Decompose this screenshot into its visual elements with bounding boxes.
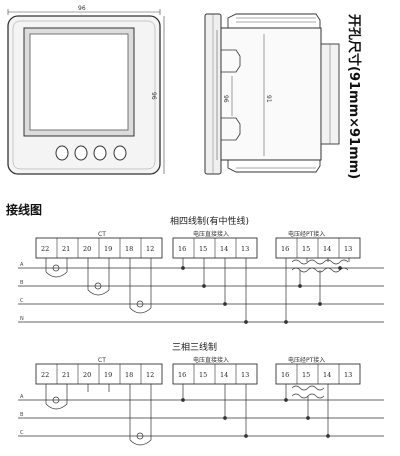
d1-ct-t1: 22: [41, 245, 49, 253]
d2-direct-t1: 16: [178, 371, 186, 379]
d1-ct-t2: 21: [62, 245, 70, 253]
diagram2-group-voltage: 电压直接接入: [193, 356, 229, 364]
d1-ct-t3: 20: [83, 245, 91, 253]
d1-pt-t1: 16: [281, 245, 289, 253]
d2-ct-t6: 12: [146, 371, 154, 379]
d2-ct-t3: 20: [83, 371, 91, 379]
diagram2-terminal-dividers: [56, 364, 340, 384]
diagram2-direct-wiring: [181, 384, 248, 438]
d2-pt-t1: 16: [281, 371, 289, 379]
front-button-3: [93, 145, 107, 161]
d2-ct-t2: 21: [62, 371, 70, 379]
diagram2-phase-lines: [18, 399, 384, 437]
front-view: 96 96: [7, 5, 165, 175]
diagram1-group-current: 电压经PT接入: [288, 230, 325, 238]
diagram1-group-voltage: 电压直接接入: [193, 230, 229, 238]
diagram1-ct-wiring: [45, 258, 152, 314]
side-height-label: 96: [222, 95, 229, 103]
d1-pt-t2: 15: [302, 245, 310, 253]
d2-phase-c: C: [20, 430, 24, 436]
diagram1-title: 相四线制(有中性线): [170, 215, 249, 227]
d1-pt-t4: 13: [344, 245, 352, 253]
d1-direct-t2: 15: [199, 245, 207, 253]
d1-pt-t3: 14: [323, 245, 331, 253]
d1-phase-b: B: [20, 280, 24, 286]
diagram2-ct-label: CT: [98, 357, 106, 364]
d1-direct-t1: 16: [178, 245, 186, 253]
d2-phase-b: B: [20, 412, 24, 418]
d1-direct-t3: 14: [220, 245, 228, 253]
diagram1-direct-wiring: [181, 258, 248, 324]
diagram1-phase-lines: [18, 267, 384, 323]
d1-phase-a: A: [20, 262, 24, 268]
d2-direct-t4: 13: [241, 371, 249, 379]
d2-ct-t1: 22: [41, 371, 49, 379]
d2-ct-t4: 19: [104, 371, 112, 379]
d2-direct-t2: 15: [199, 371, 207, 379]
front-button-1: [55, 145, 69, 161]
d2-direct-t3: 14: [220, 371, 228, 379]
diagram2-ct-wiring: [45, 384, 152, 446]
d1-direct-t4: 13: [241, 245, 249, 253]
wiring-diagram-1: 相四线制(有中性线) CT 电压直接接入 电压经PT接入 22 21 20 19…: [18, 215, 384, 324]
diagram2-pt-wiring: [284, 384, 330, 438]
d2-pt-t4: 13: [344, 371, 352, 379]
front-button-4: [113, 145, 127, 161]
diagram2-group-current: 电压经PT接入: [288, 356, 325, 364]
diagram1-ct-label: CT: [98, 231, 106, 238]
front-button-2: [74, 145, 88, 161]
diagram2-title: 三相三线制: [172, 341, 217, 353]
wiring-heading: 接线图: [6, 202, 42, 217]
side-view: 96 91: [204, 13, 340, 175]
d1-ct-t6: 12: [146, 245, 154, 253]
d2-phase-a: A: [20, 394, 24, 400]
d2-ct-t5: 18: [125, 371, 133, 379]
d1-ct-t5: 18: [125, 245, 133, 253]
d1-phase-c: C: [20, 298, 24, 304]
wiring-diagram-2: 三相三线制 CT 电压直接接入 电压经PT接入 22 21 20 19 18 1…: [18, 341, 384, 446]
d2-pt-t3: 14: [323, 371, 331, 379]
d1-ct-t4: 19: [104, 245, 112, 253]
cutout-size-text: 开孔尺寸(91mm×91mm): [346, 14, 362, 179]
d1-phase-n: N: [20, 316, 24, 322]
d2-pt-t2: 15: [302, 371, 310, 379]
front-width-label: 96: [78, 5, 86, 12]
front-height-label: 96: [150, 92, 157, 100]
side-depth-label: 91: [265, 95, 272, 103]
diagram1-terminal-dividers: [56, 238, 340, 258]
diagram1-pt-wiring: [284, 258, 350, 324]
